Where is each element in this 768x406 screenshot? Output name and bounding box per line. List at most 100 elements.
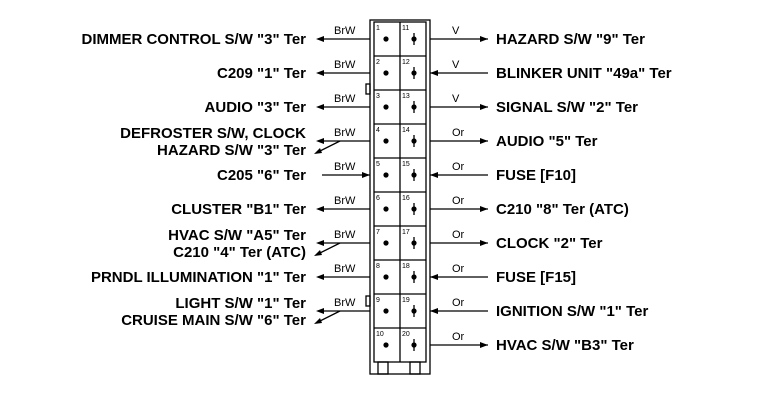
circuit-label: AUDIO "3" Ter <box>205 99 307 116</box>
arrow-right-icon <box>480 36 488 42</box>
arrow-left-icon <box>430 70 438 76</box>
connector-body <box>369 19 431 375</box>
pin-terminal <box>383 70 389 76</box>
arrow-left-icon <box>316 138 324 144</box>
arrow-left-icon <box>314 318 322 324</box>
arrow-left-icon <box>314 148 322 154</box>
circuit-label: HVAC S/W "B3" Ter <box>496 337 634 354</box>
pin-terminal <box>383 206 389 212</box>
circuit-label: FUSE [F10] <box>496 167 576 184</box>
pin-number: 19 <box>402 297 410 304</box>
pin-terminal <box>383 308 389 314</box>
wire-color: V <box>452 59 460 71</box>
circuit-label: C205 "6" Ter <box>217 167 306 184</box>
pin-number: 6 <box>376 195 380 202</box>
pin-number: 3 <box>376 93 380 100</box>
wire-color: Or <box>452 229 465 241</box>
pin-number: 8 <box>376 263 380 270</box>
wire-color: BrW <box>334 195 356 207</box>
pin-terminal <box>383 240 389 246</box>
pin-terminal <box>383 274 389 280</box>
circuit-label: FUSE [F15] <box>496 269 576 286</box>
pin-number: 13 <box>402 93 410 100</box>
pin-number: 17 <box>402 229 410 236</box>
arrow-left-icon <box>316 240 324 246</box>
circuit-label: CLOCK "2" Ter <box>496 235 603 252</box>
pin-terminal <box>383 172 389 178</box>
circuit-label: SIGNAL S/W "2" Ter <box>496 99 638 116</box>
pin-terminal <box>383 138 389 144</box>
wire-color: BrW <box>334 127 356 139</box>
arrow-left-icon <box>316 308 324 314</box>
arrow-left-icon <box>316 36 324 42</box>
arrow-right-icon <box>480 206 488 212</box>
arrow-left-icon <box>316 274 324 280</box>
pin-terminal <box>383 104 389 110</box>
wire-color: V <box>452 25 460 37</box>
connector-tab-left <box>377 361 389 375</box>
wire-color: Or <box>452 127 465 139</box>
circuit-label: HAZARD S/W "9" Ter <box>496 31 645 48</box>
circuit-label: CRUISE MAIN S/W "6" Ter <box>121 312 306 329</box>
pin-number: 15 <box>402 161 410 168</box>
circuit-label: DIMMER CONTROL S/W "3" Ter <box>81 31 306 48</box>
arrow-left-icon <box>430 308 438 314</box>
circuit-label: AUDIO "5" Ter <box>496 133 598 150</box>
pin-number: 10 <box>376 331 384 338</box>
pin-number: 20 <box>402 331 410 338</box>
arrow-right-icon <box>480 138 488 144</box>
pin-number: 11 <box>402 25 409 32</box>
wire-color: BrW <box>334 297 356 309</box>
arrow-left-icon <box>316 206 324 212</box>
wire-color: BrW <box>334 25 356 37</box>
circuit-label: CLUSTER "B1" Ter <box>171 201 306 218</box>
circuit-label: LIGHT S/W "1" Ter <box>175 295 306 312</box>
arrow-right-icon <box>480 104 488 110</box>
pin-number: 4 <box>376 127 380 134</box>
wire-color: V <box>452 93 460 105</box>
circuit-label: C210 "4" Ter (ATC) <box>173 244 306 261</box>
circuit-label: C209 "1" Ter <box>217 65 306 82</box>
wire-color: Or <box>452 331 465 343</box>
circuit-label: DEFROSTER S/W, CLOCK <box>120 125 306 142</box>
connector-tab-right <box>409 361 421 375</box>
wire-color: BrW <box>334 263 356 275</box>
arrow-right-icon <box>480 342 488 348</box>
pin-number: 9 <box>376 297 380 304</box>
pin-number: 5 <box>376 161 380 168</box>
pin-number: 1 <box>376 25 380 32</box>
wire-color: Or <box>452 263 465 275</box>
pin-terminal <box>383 36 389 42</box>
wire-color: Or <box>452 297 465 309</box>
circuit-label: IGNITION S/W "1" Ter <box>496 303 648 320</box>
arrow-right-icon <box>480 240 488 246</box>
pin-number: 7 <box>376 229 380 236</box>
pin-number: 12 <box>402 59 410 66</box>
circuit-label: C210 "8" Ter (ATC) <box>496 201 629 218</box>
pin-number: 14 <box>402 127 410 134</box>
pin-number: 2 <box>376 59 380 66</box>
arrow-left-icon <box>316 104 324 110</box>
wire-color: BrW <box>334 93 356 105</box>
circuit-label: HAZARD S/W "3" Ter <box>157 142 306 159</box>
connector-latch-bottom <box>365 295 371 307</box>
arrow-left-icon <box>316 70 324 76</box>
arrow-right-icon <box>362 172 370 178</box>
circuit-label: HVAC S/W "A5" Ter <box>168 227 306 244</box>
arrow-left-icon <box>430 274 438 280</box>
wire-color: Or <box>452 161 465 173</box>
pin-terminal <box>383 342 389 348</box>
pin-number: 18 <box>402 263 410 270</box>
wire-color: BrW <box>334 59 356 71</box>
pin-number: 16 <box>402 195 410 202</box>
wire-color: BrW <box>334 161 356 173</box>
circuit-label: PRNDL ILLUMINATION "1" Ter <box>91 269 306 286</box>
connector-latch-top <box>365 83 371 95</box>
arrow-left-icon <box>314 250 322 256</box>
arrow-left-icon <box>430 172 438 178</box>
circuit-label: BLINKER UNIT "49a" Ter <box>496 65 672 82</box>
